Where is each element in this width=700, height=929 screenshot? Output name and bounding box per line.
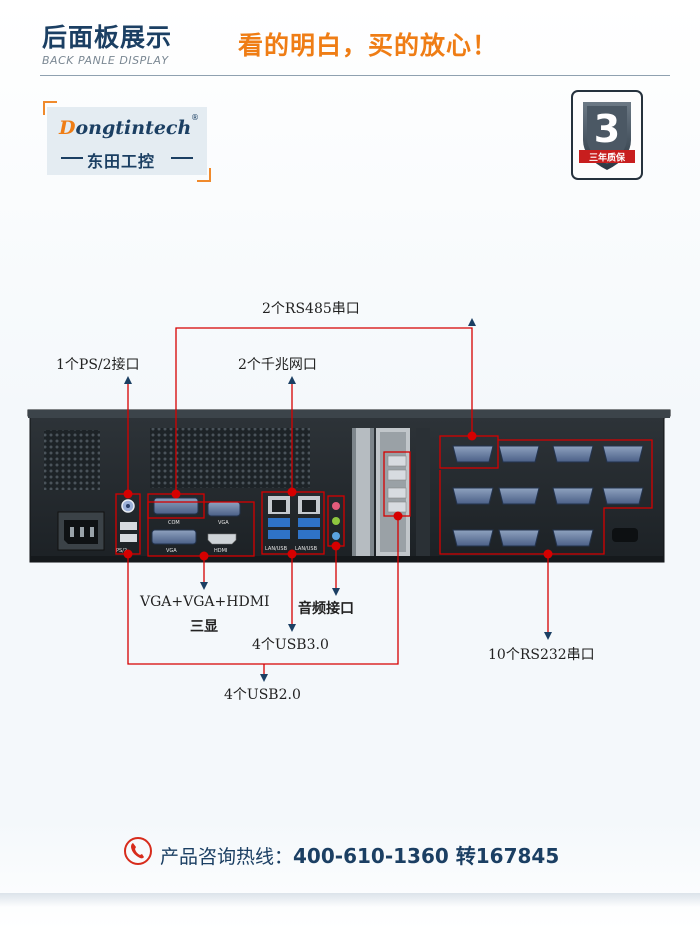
section-title: 后面板展示 bbox=[42, 23, 173, 52]
phone-icon bbox=[124, 837, 152, 865]
hotline-label: 产品咨询热线： bbox=[160, 846, 294, 868]
logo-corner-bottom-right bbox=[197, 168, 211, 182]
leader-rs485 bbox=[175, 327, 473, 494]
serial-port bbox=[452, 529, 494, 547]
arrowheads bbox=[124, 318, 552, 682]
arrow-down-usb2 bbox=[260, 674, 268, 682]
slogan: 看的明白，买的放心！ bbox=[238, 31, 499, 60]
logo-dash-right bbox=[171, 157, 193, 159]
logo-dash-left bbox=[61, 157, 83, 159]
dot-display bbox=[199, 551, 209, 561]
warranty-shield-icon: 3 三年质保 bbox=[579, 102, 635, 170]
label-usb3: 4个USB3.0 bbox=[252, 637, 329, 653]
warranty-text: 三年质保 bbox=[589, 152, 626, 164]
label-display-sub: 三显 bbox=[190, 619, 218, 635]
arrow-up-ps2 bbox=[124, 376, 132, 384]
serial-port bbox=[498, 487, 540, 505]
hdmi-mark: HDMI bbox=[214, 548, 227, 554]
hotline-extension: 转167845 bbox=[455, 844, 560, 868]
lan-usb-mark-2: LAN/USB bbox=[295, 546, 318, 552]
serial-port bbox=[452, 445, 494, 463]
lan-usb-stack-2: LAN/USB bbox=[295, 496, 320, 552]
arrow-down-audio bbox=[332, 588, 340, 596]
hotline-number: 400-610-1360 bbox=[293, 844, 449, 868]
logo-brand-name: Dongtintech bbox=[59, 117, 191, 139]
highlight-rs232 bbox=[439, 439, 653, 555]
hotline: 产品咨询热线：400-610-1360 转167845 bbox=[160, 840, 559, 869]
arrow-down-display bbox=[200, 582, 208, 590]
phone-handset-icon bbox=[131, 843, 144, 859]
leader-lines bbox=[127, 327, 549, 678]
section-subtitle: BACK PANLE DISPLAY bbox=[42, 54, 169, 67]
arrow-down-rs232 bbox=[544, 632, 552, 640]
bottom-shadow bbox=[0, 893, 700, 907]
logo-corner-top-left bbox=[43, 101, 57, 115]
vent-center bbox=[150, 428, 310, 488]
usb2-card-ports bbox=[387, 455, 407, 513]
arrow-rs485 bbox=[468, 318, 476, 326]
vent-left bbox=[44, 430, 100, 490]
warranty-number: 3 bbox=[594, 107, 620, 151]
arrow-up-lan bbox=[288, 376, 296, 384]
brand-logo: Dongtintech ® 东田工控 bbox=[47, 107, 207, 175]
serial-port bbox=[602, 487, 644, 505]
dot-rs485 bbox=[467, 431, 477, 441]
label-lan: 2个千兆网口 bbox=[238, 357, 317, 373]
callout-dots bbox=[123, 431, 553, 561]
dot-rs232 bbox=[543, 549, 553, 559]
label-rs485: 2个RS485串口 bbox=[262, 301, 360, 317]
dot-usb2-front bbox=[123, 549, 133, 559]
label-display: VGA+VGA+HDMI bbox=[140, 594, 270, 610]
hdmi-port: HDMI bbox=[207, 533, 237, 554]
dot-usb3 bbox=[287, 549, 297, 559]
label-usb2: 4个USB2.0 bbox=[224, 687, 301, 703]
logo-registered-mark: ® bbox=[191, 113, 199, 122]
dot-audio bbox=[331, 541, 341, 551]
serial-port bbox=[552, 529, 594, 547]
label-audio: 音频接口 bbox=[298, 601, 354, 617]
serial-port bbox=[602, 445, 644, 463]
ps2-mark: PS/2 bbox=[116, 548, 127, 554]
knockout-hole bbox=[612, 528, 638, 542]
leader-usb2 bbox=[127, 516, 399, 665]
serial-ports bbox=[452, 445, 644, 547]
logo-brand-rest: ongtintech bbox=[75, 117, 192, 139]
vga-mark-bottom: VGA bbox=[166, 548, 177, 554]
warranty-badge: 3 三年质保 bbox=[571, 90, 643, 180]
serial-port bbox=[452, 487, 494, 505]
lan-usb-stack-1: LAN/USB bbox=[265, 496, 290, 552]
dot-usb2-card bbox=[393, 511, 403, 521]
dot-ps2 bbox=[123, 489, 133, 499]
com-mark: COM bbox=[168, 520, 180, 526]
logo-brand-cn: 东田工控 bbox=[87, 152, 156, 171]
arrow-down-usb3 bbox=[288, 624, 296, 632]
serial-port bbox=[552, 487, 594, 505]
label-rs232: 10个RS232串口 bbox=[488, 647, 595, 663]
ps2-port: PS/2 bbox=[116, 499, 137, 554]
audio-jacks bbox=[332, 502, 340, 540]
power-inlet bbox=[57, 511, 105, 551]
vga-port-bottom: VGA bbox=[151, 529, 197, 554]
serial-port bbox=[498, 529, 540, 547]
logo-brand-initial: D bbox=[59, 117, 76, 139]
label-ps2: 1个PS/2接口 bbox=[56, 357, 140, 373]
header-divider bbox=[40, 75, 670, 76]
dot-com bbox=[171, 489, 181, 499]
lan-usb-mark-1: LAN/USB bbox=[265, 546, 288, 552]
vga-mark-top: VGA bbox=[218, 520, 229, 526]
dot-lan bbox=[287, 487, 297, 497]
serial-port bbox=[552, 445, 594, 463]
serial-port bbox=[498, 445, 540, 463]
